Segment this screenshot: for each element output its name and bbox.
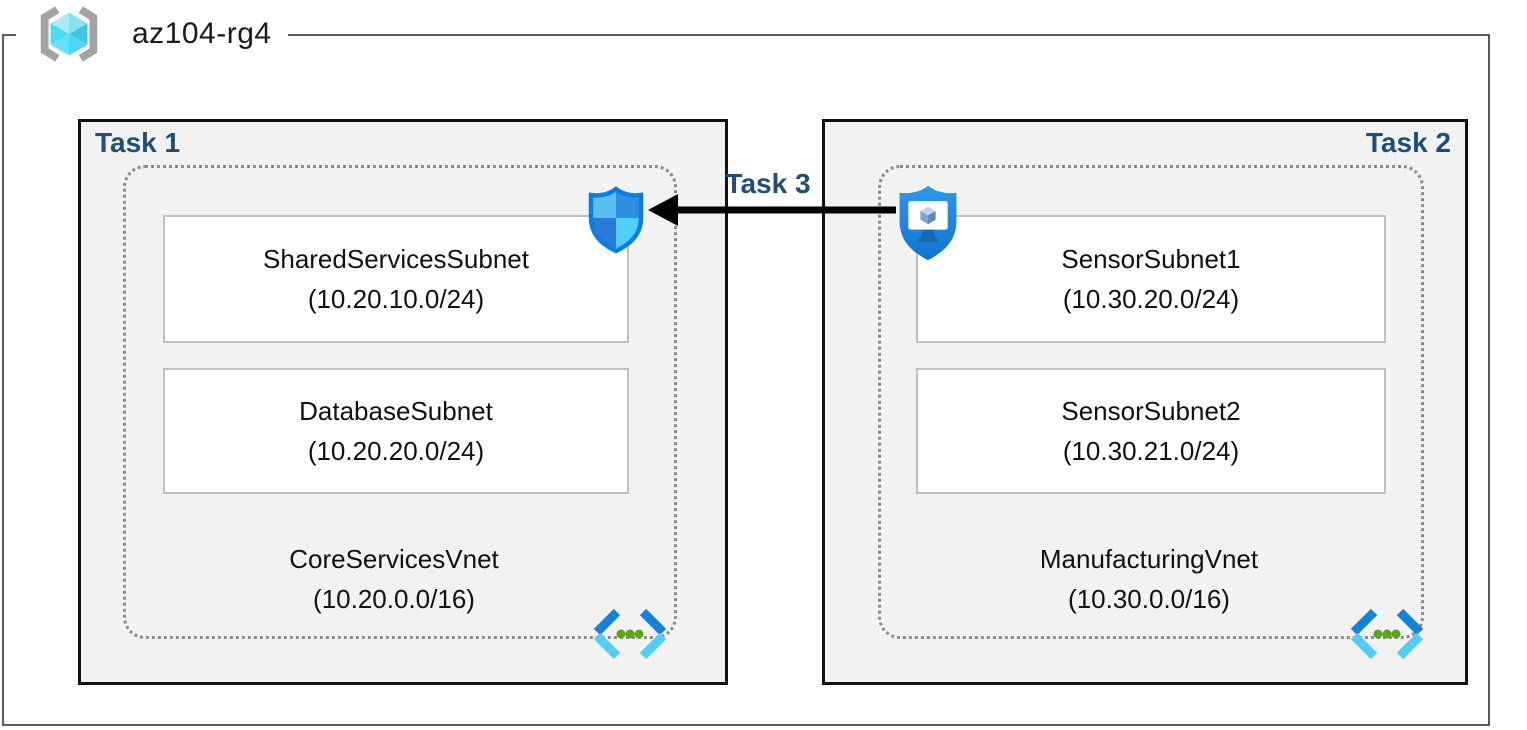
sensor-subnet2-box: SensorSubnet2 (10.30.21.0/24) — [916, 368, 1386, 494]
subnet-name: SharedServicesSubnet — [263, 244, 529, 274]
subnet-name: SensorSubnet2 — [1061, 396, 1241, 426]
bastion-shield-monitor-icon — [899, 185, 957, 261]
virtual-network-icon — [1350, 608, 1424, 660]
database-subnet-box: DatabaseSubnet (10.20.20.0/24) — [163, 368, 629, 494]
subnet-name: SensorSubnet1 — [1061, 244, 1241, 274]
task1-label: Task 1 — [95, 127, 181, 158]
subnet-cidr: (10.20.10.0/24) — [307, 284, 485, 314]
subnet-cidr: (10.30.20.0/24) — [1062, 284, 1240, 314]
vnet-cidr: (10.30.0.0/16) — [1068, 584, 1230, 614]
resource-group-boundary — [2, 34, 1490, 726]
manufacturing-vnet-boundary — [878, 165, 1424, 639]
task2-label: Task 2 — [1365, 127, 1451, 158]
sensor-subnet1-box: SensorSubnet1 (10.30.20.0/24) — [916, 215, 1386, 343]
subnet-cidr: (10.20.20.0/24) — [307, 436, 485, 466]
vnet-name: ManufacturingVnet — [1039, 544, 1259, 574]
coreservices-vnet-label: CoreServicesVnet (10.20.0.0/16) — [163, 539, 625, 619]
vnet-cidr: (10.20.0.0/16) — [313, 584, 475, 614]
vnet-name: CoreServicesVnet — [289, 544, 499, 574]
task3-arrow — [648, 194, 896, 226]
subnet-name: DatabaseSubnet — [299, 396, 493, 426]
resource-group-name: az104-rg4 — [132, 17, 272, 50]
task3-label: Task 3 — [725, 168, 811, 199]
virtual-network-icon — [593, 608, 667, 660]
subnet-cidr: (10.30.21.0/24) — [1062, 436, 1240, 466]
resource-group-cube-icon — [40, 6, 98, 62]
network-security-group-shield-icon — [588, 186, 644, 254]
manufacturing-vnet-label: ManufacturingVnet (10.30.0.0/16) — [916, 539, 1382, 619]
coreservices-vnet-boundary — [123, 165, 677, 639]
resource-group-header: az104-rg4 — [16, 1, 288, 67]
task1-box: Task 1 SharedServicesSubnet (10.20.10.0/… — [78, 119, 728, 685]
shared-services-subnet-box: SharedServicesSubnet (10.20.10.0/24) — [163, 215, 629, 343]
